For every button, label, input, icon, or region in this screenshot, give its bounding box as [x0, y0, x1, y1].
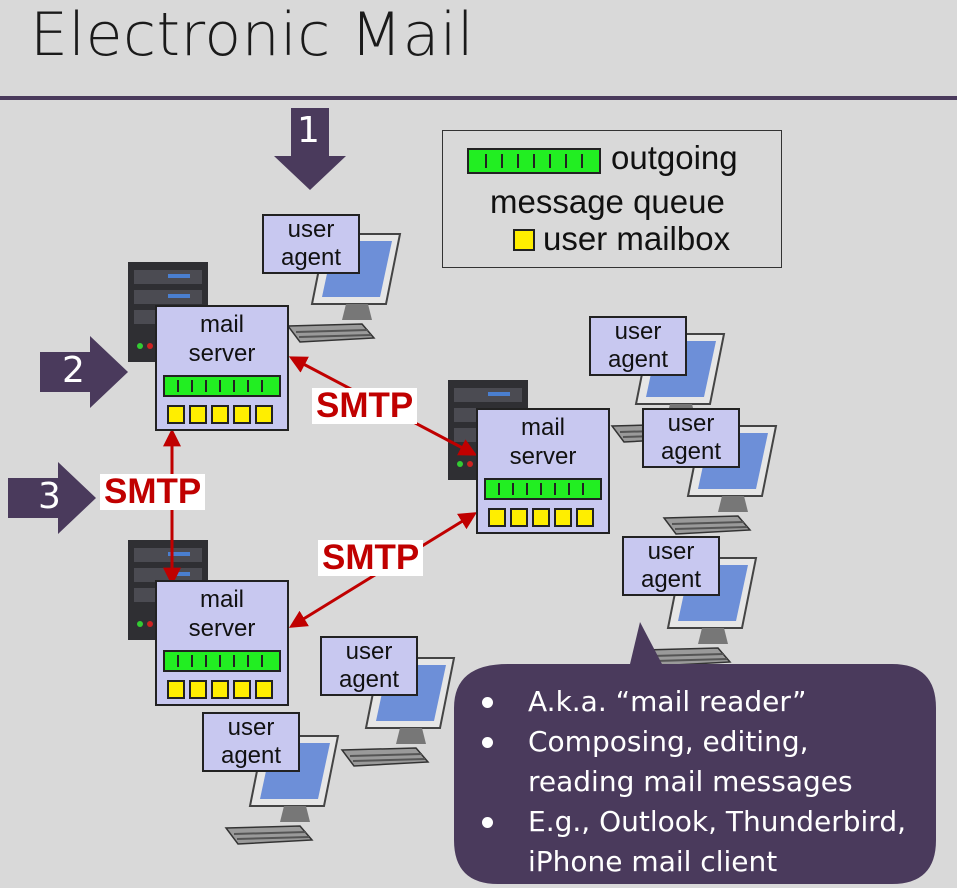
- smtp-label-bottom-right: SMTP: [318, 540, 424, 576]
- step-1-down-arrow-icon: [274, 108, 346, 190]
- user-agent-label-line: user: [345, 638, 393, 665]
- step-2-right-arrow-icon: [40, 336, 128, 408]
- user-agent-label-line: user: [614, 318, 662, 345]
- step-3-right-arrow-icon: [8, 462, 96, 534]
- mail-server-top: mail server: [155, 305, 289, 431]
- user-agent-label-line: agent: [280, 244, 342, 271]
- mail-server-bottom: mail server: [155, 580, 289, 706]
- server-label-line: server: [188, 340, 256, 367]
- queue-and-mailboxes-icon: [484, 478, 602, 527]
- user-agent-label-line: agent: [640, 566, 702, 593]
- step-3-label: 3: [38, 476, 61, 517]
- user-agent-label-line: agent: [607, 346, 669, 373]
- queue-and-mailboxes-icon: [163, 650, 281, 699]
- user-agent-box: user agent: [622, 536, 720, 596]
- smtp-label-left: SMTP: [100, 474, 206, 510]
- page-title: Electronic Mail: [30, 0, 475, 70]
- callout-bullet: E.g., Outlook, Thunderbird, iPhone mail …: [480, 802, 928, 882]
- user-agent-label-line: agent: [660, 438, 722, 465]
- user-agent-box: user agent: [320, 636, 418, 696]
- queue-and-mailboxes-icon: [163, 375, 281, 424]
- callout-bullet: Composing, editing, reading mail message…: [480, 722, 918, 802]
- user-agent-box: user agent: [589, 316, 687, 376]
- title-divider: [0, 96, 957, 100]
- user-agent-box: user agent: [202, 712, 300, 772]
- step-2-label: 2: [62, 350, 85, 391]
- mailbox-icon: [513, 229, 535, 251]
- user-agent-box: user agent: [642, 408, 740, 468]
- smtp-label-top-right: SMTP: [312, 388, 418, 424]
- server-label-line: server: [509, 443, 577, 470]
- step-1-label: 1: [297, 110, 320, 151]
- server-label-line: mail: [199, 586, 244, 613]
- user-agent-callout-bubble: [454, 622, 936, 884]
- server-label-line: server: [188, 615, 256, 642]
- user-agent-label-line: user: [227, 714, 275, 741]
- legend: outgoing message queue user mailbox: [442, 130, 782, 268]
- outgoing-queue-icon: [467, 148, 601, 174]
- user-agent-label-line: user: [287, 216, 335, 243]
- user-agent-box: user agent: [262, 214, 360, 274]
- user-agent-callout-list: A.k.a. “mail reader” Composing, editing,…: [480, 682, 928, 882]
- callout-bullet: A.k.a. “mail reader”: [480, 682, 928, 722]
- user-agent-label-line: agent: [338, 666, 400, 693]
- legend-mailbox-label: user mailbox: [543, 220, 731, 257]
- legend-outgoing-label: outgoing: [611, 139, 738, 176]
- server-label-line: mail: [199, 311, 244, 338]
- user-agent-label-line: agent: [220, 742, 282, 769]
- user-agent-label-line: user: [647, 538, 695, 565]
- mail-server-right: mail server: [476, 408, 610, 534]
- user-agent-label-line: user: [667, 410, 715, 437]
- server-label-line: mail: [520, 414, 565, 441]
- legend-queue-label: message queue: [490, 183, 725, 220]
